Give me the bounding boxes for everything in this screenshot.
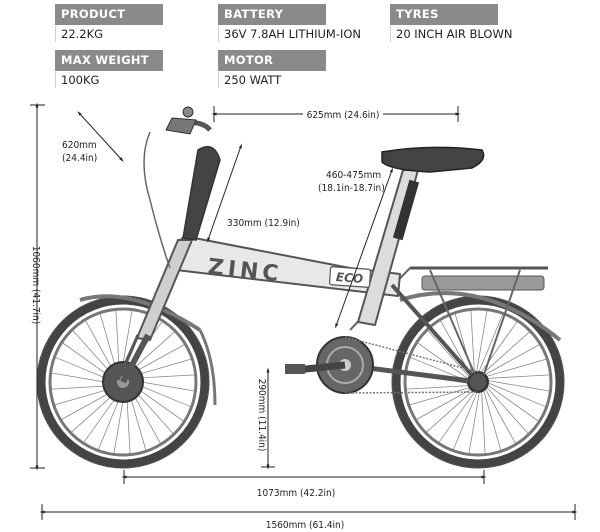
wheel-spoke bbox=[481, 389, 486, 454]
wheel-spoke bbox=[438, 389, 477, 443]
wheel-spoke bbox=[426, 388, 475, 433]
saddle bbox=[381, 146, 485, 241]
top-width-label: 625mm (24.6in) bbox=[307, 110, 380, 121]
battery-value: 36V 7.8AH LITHIUM-ION bbox=[218, 26, 361, 42]
svg-text:ECO: ECO bbox=[335, 270, 363, 286]
wheel-spoke bbox=[470, 310, 475, 375]
wheel-spoke bbox=[416, 387, 474, 420]
front-fender bbox=[79, 294, 202, 332]
seat-height-label-mm: 460-475mm bbox=[326, 170, 381, 181]
wheel-spoke bbox=[409, 386, 472, 406]
max-weight-value: 100KG bbox=[55, 72, 99, 88]
wheel-spoke bbox=[481, 331, 530, 376]
wheel-spoke bbox=[485, 379, 550, 392]
wheel-spoke bbox=[417, 342, 471, 381]
total-length-label: 1560mm (61.4in) bbox=[266, 520, 345, 531]
handlebar-offset-label-in: (24.4in) bbox=[62, 153, 97, 164]
battery-label: BATTERY bbox=[218, 4, 326, 25]
tyres-value: 20 INCH AIR BLOWN bbox=[390, 26, 512, 42]
wheel-spoke bbox=[475, 310, 488, 375]
handlebar-offset-label-mm: 620mm bbox=[62, 140, 97, 151]
wheel-spoke bbox=[485, 381, 546, 408]
wheel-spoke bbox=[406, 385, 471, 390]
wheelbase-label: 1073mm (42.2in) bbox=[257, 488, 336, 499]
bb-height-label: 290mm (11.4in) bbox=[256, 379, 267, 452]
wheel-spoke bbox=[468, 389, 481, 454]
rear-fender bbox=[399, 291, 562, 342]
wheel-spoke bbox=[485, 374, 550, 379]
wheel-spoke bbox=[484, 385, 529, 434]
product-weight-value: 22.2KG bbox=[55, 26, 103, 42]
stem-height-label: 330mm (12.9in) bbox=[227, 218, 300, 229]
seat-height-label-in: (18.1in-18.7in) bbox=[318, 183, 385, 194]
product-weight-label: PRODUCT WEIGHT bbox=[55, 4, 163, 42]
wheel-spoke bbox=[484, 358, 547, 378]
rear-wheel bbox=[391, 295, 565, 469]
motor-label: MOTOR bbox=[218, 50, 326, 71]
wheel-spoke bbox=[452, 389, 479, 450]
total-height-label: 1060mm (41.7in) bbox=[30, 246, 41, 325]
motor-value: 250 WATT bbox=[218, 72, 281, 88]
wheel-spoke bbox=[482, 344, 540, 377]
eco-badge: ECO bbox=[328, 266, 372, 288]
wheel-spoke bbox=[485, 383, 539, 422]
max-weight-label: MAX WEIGHT bbox=[55, 50, 163, 71]
wheel-spoke bbox=[483, 386, 516, 444]
chainring bbox=[285, 336, 488, 394]
tyres-label: TYRES bbox=[390, 4, 498, 25]
wheel-spoke bbox=[482, 388, 502, 451]
wheel-spoke bbox=[477, 314, 504, 375]
wheel-spoke bbox=[427, 330, 472, 379]
